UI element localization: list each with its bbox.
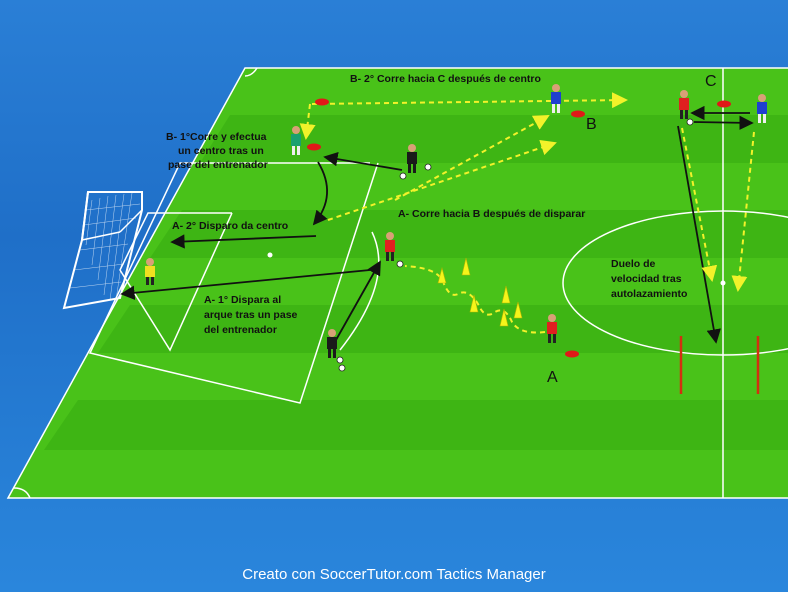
marker [307, 143, 321, 151]
cone [501, 285, 511, 304]
marker [565, 350, 579, 358]
run-arrow [327, 139, 557, 221]
goal [62, 191, 143, 310]
cone [513, 301, 523, 319]
balls [336, 118, 694, 372]
label-b1-line2: un centro tras un [178, 145, 264, 157]
label-duel-line3: autolazamiento [611, 288, 687, 300]
label-duel-line1: Duelo de [611, 258, 655, 270]
cone [469, 294, 479, 313]
player-a-red [547, 314, 557, 343]
marker [717, 100, 731, 108]
label-a-run: A- Corre hacia B después de disparar [398, 208, 585, 220]
marker [571, 110, 585, 118]
ball [424, 163, 432, 171]
markers [307, 98, 731, 358]
station-c: C [705, 73, 717, 90]
run-arrow [394, 115, 550, 201]
player-shooter-red [385, 232, 395, 261]
pass-arrow [693, 115, 754, 130]
pass-arrows [120, 105, 754, 344]
label-duel-line2: velocidad tras [611, 273, 682, 285]
marker [315, 98, 329, 106]
player-c-blue [757, 94, 767, 123]
pass-arrow [677, 125, 721, 344]
station-b: B [586, 116, 597, 133]
player-c-red [679, 90, 689, 119]
pass-arrow [120, 269, 371, 300]
label-b1-line1: B- 1°Corre y efectua [166, 131, 267, 143]
ball [396, 260, 404, 268]
player-b-blue [551, 84, 561, 113]
run-arrow [404, 265, 546, 334]
ball [336, 356, 344, 364]
poles [679, 336, 760, 394]
label-a1-line3: del entrenador [204, 324, 277, 336]
label-b2: B- 2° Corre hacia C después de centro [350, 73, 541, 85]
cone [499, 308, 509, 327]
ball [399, 172, 407, 180]
footer-credit: Creato con SoccerTutor.com Tactics Manag… [242, 566, 546, 583]
pass-arrow [170, 234, 317, 249]
coach-top [407, 144, 417, 173]
pass-arrow [335, 260, 381, 341]
label-b1-line3: pase del entrenador [168, 159, 268, 171]
run-arrow [311, 92, 628, 109]
labels: B- 2° Corre hacia C después de centro B-… [166, 73, 717, 386]
ball [686, 118, 694, 126]
label-a2: A- 2° Disparo da centro [172, 220, 288, 232]
ball [338, 364, 346, 372]
pass-arrow [323, 151, 403, 171]
cone [461, 257, 471, 276]
cone [437, 266, 447, 284]
run-arrow [681, 127, 718, 282]
coach-bottom [327, 329, 337, 358]
run-arrow [299, 103, 316, 140]
label-a1-line2: arque tras un pase [204, 309, 298, 321]
station-a: A [547, 369, 558, 386]
players [145, 84, 767, 358]
player-crosser-green [291, 126, 301, 155]
cones [437, 257, 523, 327]
goalkeeper [145, 258, 155, 285]
pitch [6, 67, 788, 499]
pass-arrow [312, 161, 328, 226]
label-a1-line1: A- 1° Dispara al [204, 294, 281, 306]
run-arrows [299, 92, 755, 334]
